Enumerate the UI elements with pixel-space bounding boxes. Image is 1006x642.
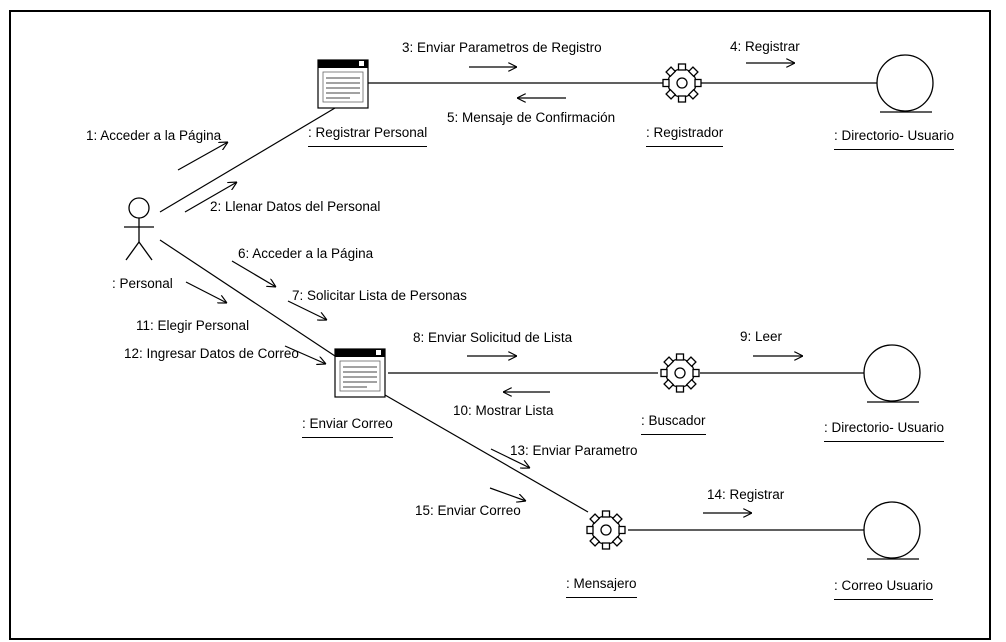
message-15-label: 15: Enviar Correo (415, 503, 521, 518)
arrow-m15 (489, 487, 526, 501)
message-9-label: 9: Leer (740, 329, 783, 344)
message-12-label: 12: Ingresar Datos de Correo (124, 346, 299, 361)
arrow-m6 (231, 260, 276, 287)
form-icon-registrar (317, 59, 369, 109)
object-directorio-usuario-2: : Directorio- Usuario (824, 420, 945, 442)
actor-name: : Personal (112, 276, 173, 291)
arrow-m2 (184, 182, 237, 213)
gear-icon-buscador (660, 353, 700, 393)
arrow-m12 (284, 345, 326, 364)
arrow-m13 (490, 448, 530, 468)
gear-icon-mensajero (586, 510, 626, 550)
message-14-label: 14: Registrar (707, 487, 785, 502)
message-6-label: 6: Acceder a la Página (238, 246, 374, 261)
object-mensajero: : Mensajero (566, 576, 637, 598)
object-registrador: : Registrador (646, 125, 724, 147)
message-4-label: 4: Registrar (730, 39, 800, 54)
arrow-m7 (287, 300, 327, 320)
object-directorio-usuario-1: : Directorio- Usuario (834, 128, 955, 150)
message-10-label: 10: Mostrar Lista (453, 403, 554, 418)
message-8-label: 8: Enviar Solicitud de Lista (413, 330, 573, 345)
message-11-label: 11: Elegir Personal (136, 318, 250, 333)
object-registrar-personal: : Registrar Personal (308, 125, 428, 147)
message-3-label: 3: Enviar Parametros de Registro (402, 40, 602, 55)
diagram-frame (9, 10, 991, 640)
entity-icon-correo-usuario (863, 501, 921, 560)
form-icon-enviar-correo (334, 348, 386, 398)
link-actor-enviar-correo (159, 239, 339, 359)
message-13-label: 13: Enviar Parametro (510, 443, 638, 458)
actor-icon (124, 197, 154, 261)
object-buscador: : Buscador (641, 413, 706, 435)
message-2-label: 2: Llenar Datos del Personal (210, 199, 381, 214)
message-5-label: 5: Mensaje de Confirmación (447, 110, 616, 125)
arrow-m11 (185, 281, 227, 303)
gear-icon-registrador (662, 63, 702, 103)
object-enviar-correo: : Enviar Correo (302, 416, 393, 438)
message-1-label: 1: Acceder a la Página (86, 128, 222, 143)
link-actor-registrar-personal (159, 107, 336, 213)
entity-icon-directorio-1 (876, 54, 934, 113)
arrow-m1 (177, 142, 228, 171)
message-7-label: 7: Solicitar Lista de Personas (292, 288, 467, 303)
object-correo-usuario: : Correo Usuario (834, 578, 934, 600)
entity-icon-directorio-2 (863, 344, 921, 403)
link-enviar-correo-mensajero (384, 394, 589, 513)
